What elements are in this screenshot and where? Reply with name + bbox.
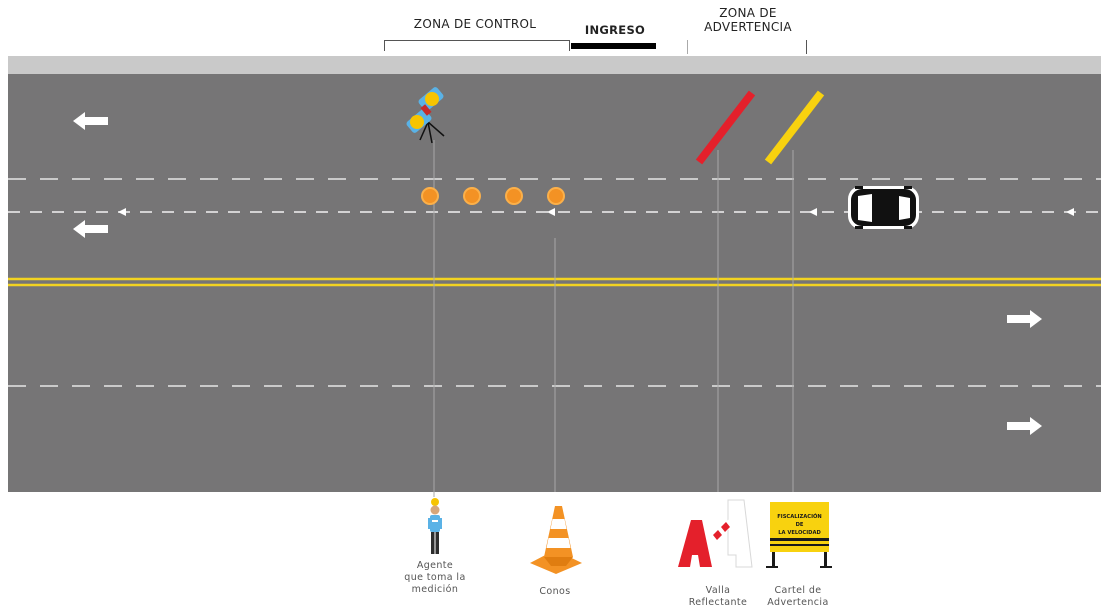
arrow-right-icon: [1007, 310, 1042, 328]
small-arrowhead-icon: [809, 208, 817, 216]
cone-top-icon: [463, 187, 481, 205]
zona-de-advertencia-line1: ZONA DE: [719, 6, 777, 20]
agent-standing-icon: [428, 498, 442, 554]
reflective-barrier-icon: [678, 499, 753, 568]
legend-label-cartel: Cartel de Advertencia: [767, 585, 829, 608]
traffic-cone-icon: [530, 506, 582, 574]
small-arrowhead-icon: [1066, 208, 1074, 216]
sign-text-line2: DE: [796, 522, 804, 528]
small-arrowhead-icon: [547, 208, 555, 216]
road-shoulder: [8, 56, 1101, 74]
arrow-right-icon: [1007, 417, 1042, 435]
small-arrowhead-icon: [118, 208, 126, 216]
advertencia-bracket-left: [687, 40, 688, 54]
arrow-left-icon: [73, 112, 108, 130]
cone-top-icon: [547, 187, 565, 205]
arrow-left-icon: [73, 220, 108, 238]
legend-label-agente: Agente que toma la medición: [404, 560, 466, 595]
car-top-view-icon: [848, 186, 919, 229]
agent-top-view-icon: [406, 87, 445, 144]
barrier-red-icon: [695, 90, 756, 165]
sign-text-line1: FISCALIZACIÓN: [777, 513, 822, 520]
zona-de-advertencia-label: ZONA DE ADVERTENCIA: [688, 6, 808, 34]
barrier-yellow-icon: [764, 90, 825, 165]
legend-label-conos: Conos: [539, 586, 571, 597]
ingreso-label: INGRESO: [584, 23, 646, 37]
zona-de-control-bracket: [384, 40, 570, 51]
zona-de-control-label: ZONA DE CONTROL: [413, 17, 537, 31]
cone-top-icon: [505, 187, 523, 205]
zona-de-advertencia-line2: ADVERTENCIA: [704, 20, 792, 34]
ingreso-bar: [571, 43, 656, 49]
sign-text-line3: LA VELOCIDAD: [778, 530, 821, 536]
legend-label-valla: Valla Reflectante: [688, 585, 748, 608]
advertencia-bracket-right: [806, 40, 807, 54]
cone-top-icon: [421, 187, 439, 205]
warning-sign-icon: FISCALIZACIÓN DE LA VELOCIDAD: [766, 502, 832, 568]
